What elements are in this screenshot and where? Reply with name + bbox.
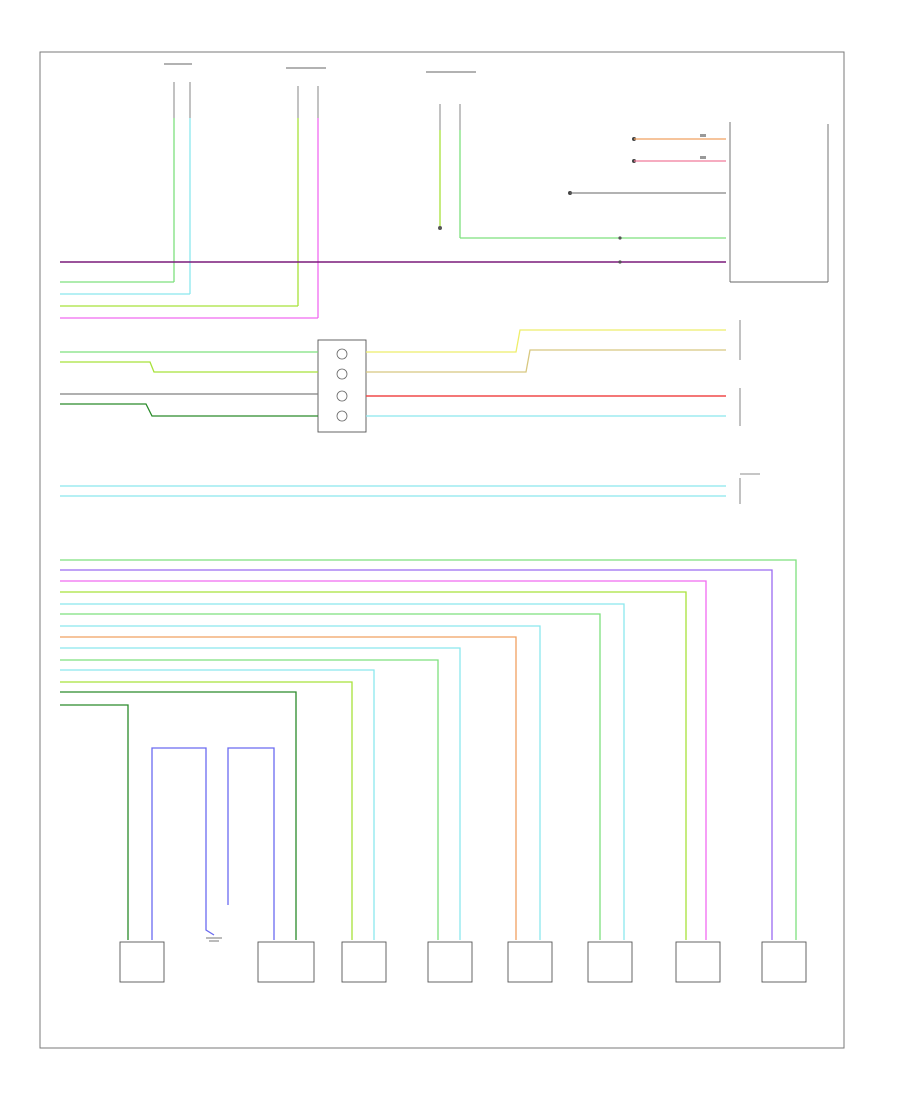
bottom-component-6 bbox=[587, 941, 633, 983]
upper-left-runs bbox=[60, 281, 318, 319]
top-connector-2 bbox=[286, 67, 326, 318]
top-connector-1 bbox=[164, 63, 192, 294]
ground-symbol bbox=[206, 937, 222, 942]
junction-right-runs bbox=[366, 320, 741, 426]
upper-right-connector bbox=[60, 122, 829, 283]
diagram-frame bbox=[39, 51, 845, 1049]
bottom-component-5 bbox=[507, 941, 553, 983]
lower-harness bbox=[60, 559, 797, 940]
bottom-component-2 bbox=[257, 941, 315, 983]
bottom-component-3 bbox=[341, 941, 387, 983]
bottom-component-1 bbox=[119, 941, 165, 983]
top-connector-3 bbox=[426, 71, 476, 238]
junction-block bbox=[317, 339, 367, 433]
speaker-wiring-left bbox=[151, 747, 215, 940]
junction-left-runs bbox=[60, 351, 318, 417]
bottom-component-4 bbox=[427, 941, 473, 983]
bus-pair-runs bbox=[60, 473, 760, 504]
bottom-component-8 bbox=[761, 941, 807, 983]
bottom-component-7 bbox=[675, 941, 721, 983]
speaker-wiring-right bbox=[227, 747, 275, 940]
